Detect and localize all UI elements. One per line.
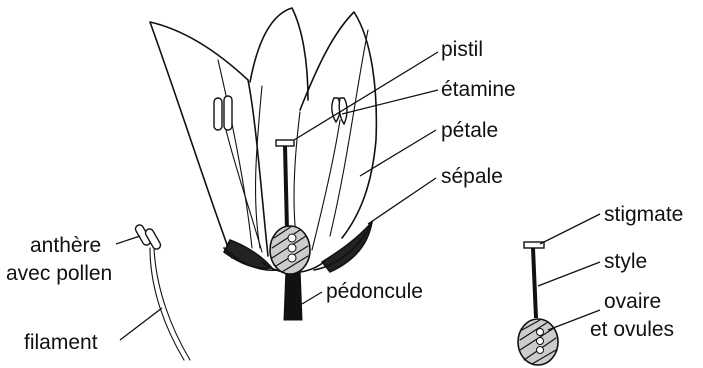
stamen-filament-right (312, 120, 340, 250)
pistil-detail (518, 242, 558, 365)
peduncle-stem (284, 268, 302, 320)
leader-pedoncule (302, 292, 322, 304)
label-etamine: étamine (441, 78, 516, 101)
anther-left (214, 96, 232, 130)
leader-stigmate (540, 214, 600, 244)
label-sepale: sépale (441, 165, 503, 188)
petal-vein-4 (218, 60, 252, 248)
pistil-stigma (276, 140, 294, 146)
label-petale: pétale (441, 119, 498, 142)
leader-petale (360, 130, 436, 176)
label-pistil: pistil (441, 38, 483, 61)
stamen-detail (134, 223, 190, 360)
petal-left (150, 22, 268, 258)
leader-filament (120, 308, 162, 340)
pistil-style (283, 146, 289, 230)
label-pedoncule: pédoncule (326, 280, 423, 303)
petal-middle (250, 8, 308, 100)
label-style: style (604, 250, 647, 273)
label-ovaire: ovaire (604, 290, 661, 313)
petal-vein-3 (330, 30, 368, 236)
pistil-detail-style (531, 248, 538, 318)
label-avec-pollen: avec pollen (6, 262, 112, 285)
anther-right (332, 98, 347, 124)
leader-anthere (116, 236, 140, 244)
label-et-ovules: et ovules (590, 318, 674, 341)
stamen-detail-filament-2 (154, 248, 190, 360)
pistil-detail-ovules (537, 329, 544, 354)
petal-vein-2 (294, 112, 300, 236)
label-anthere: anthère (30, 234, 101, 257)
flower-drawing (150, 8, 376, 320)
label-filament: filament (24, 331, 98, 354)
leader-style (538, 262, 600, 286)
ovules (288, 234, 296, 262)
leader-sepale (368, 178, 436, 224)
label-stigmate: stigmate (604, 203, 683, 226)
